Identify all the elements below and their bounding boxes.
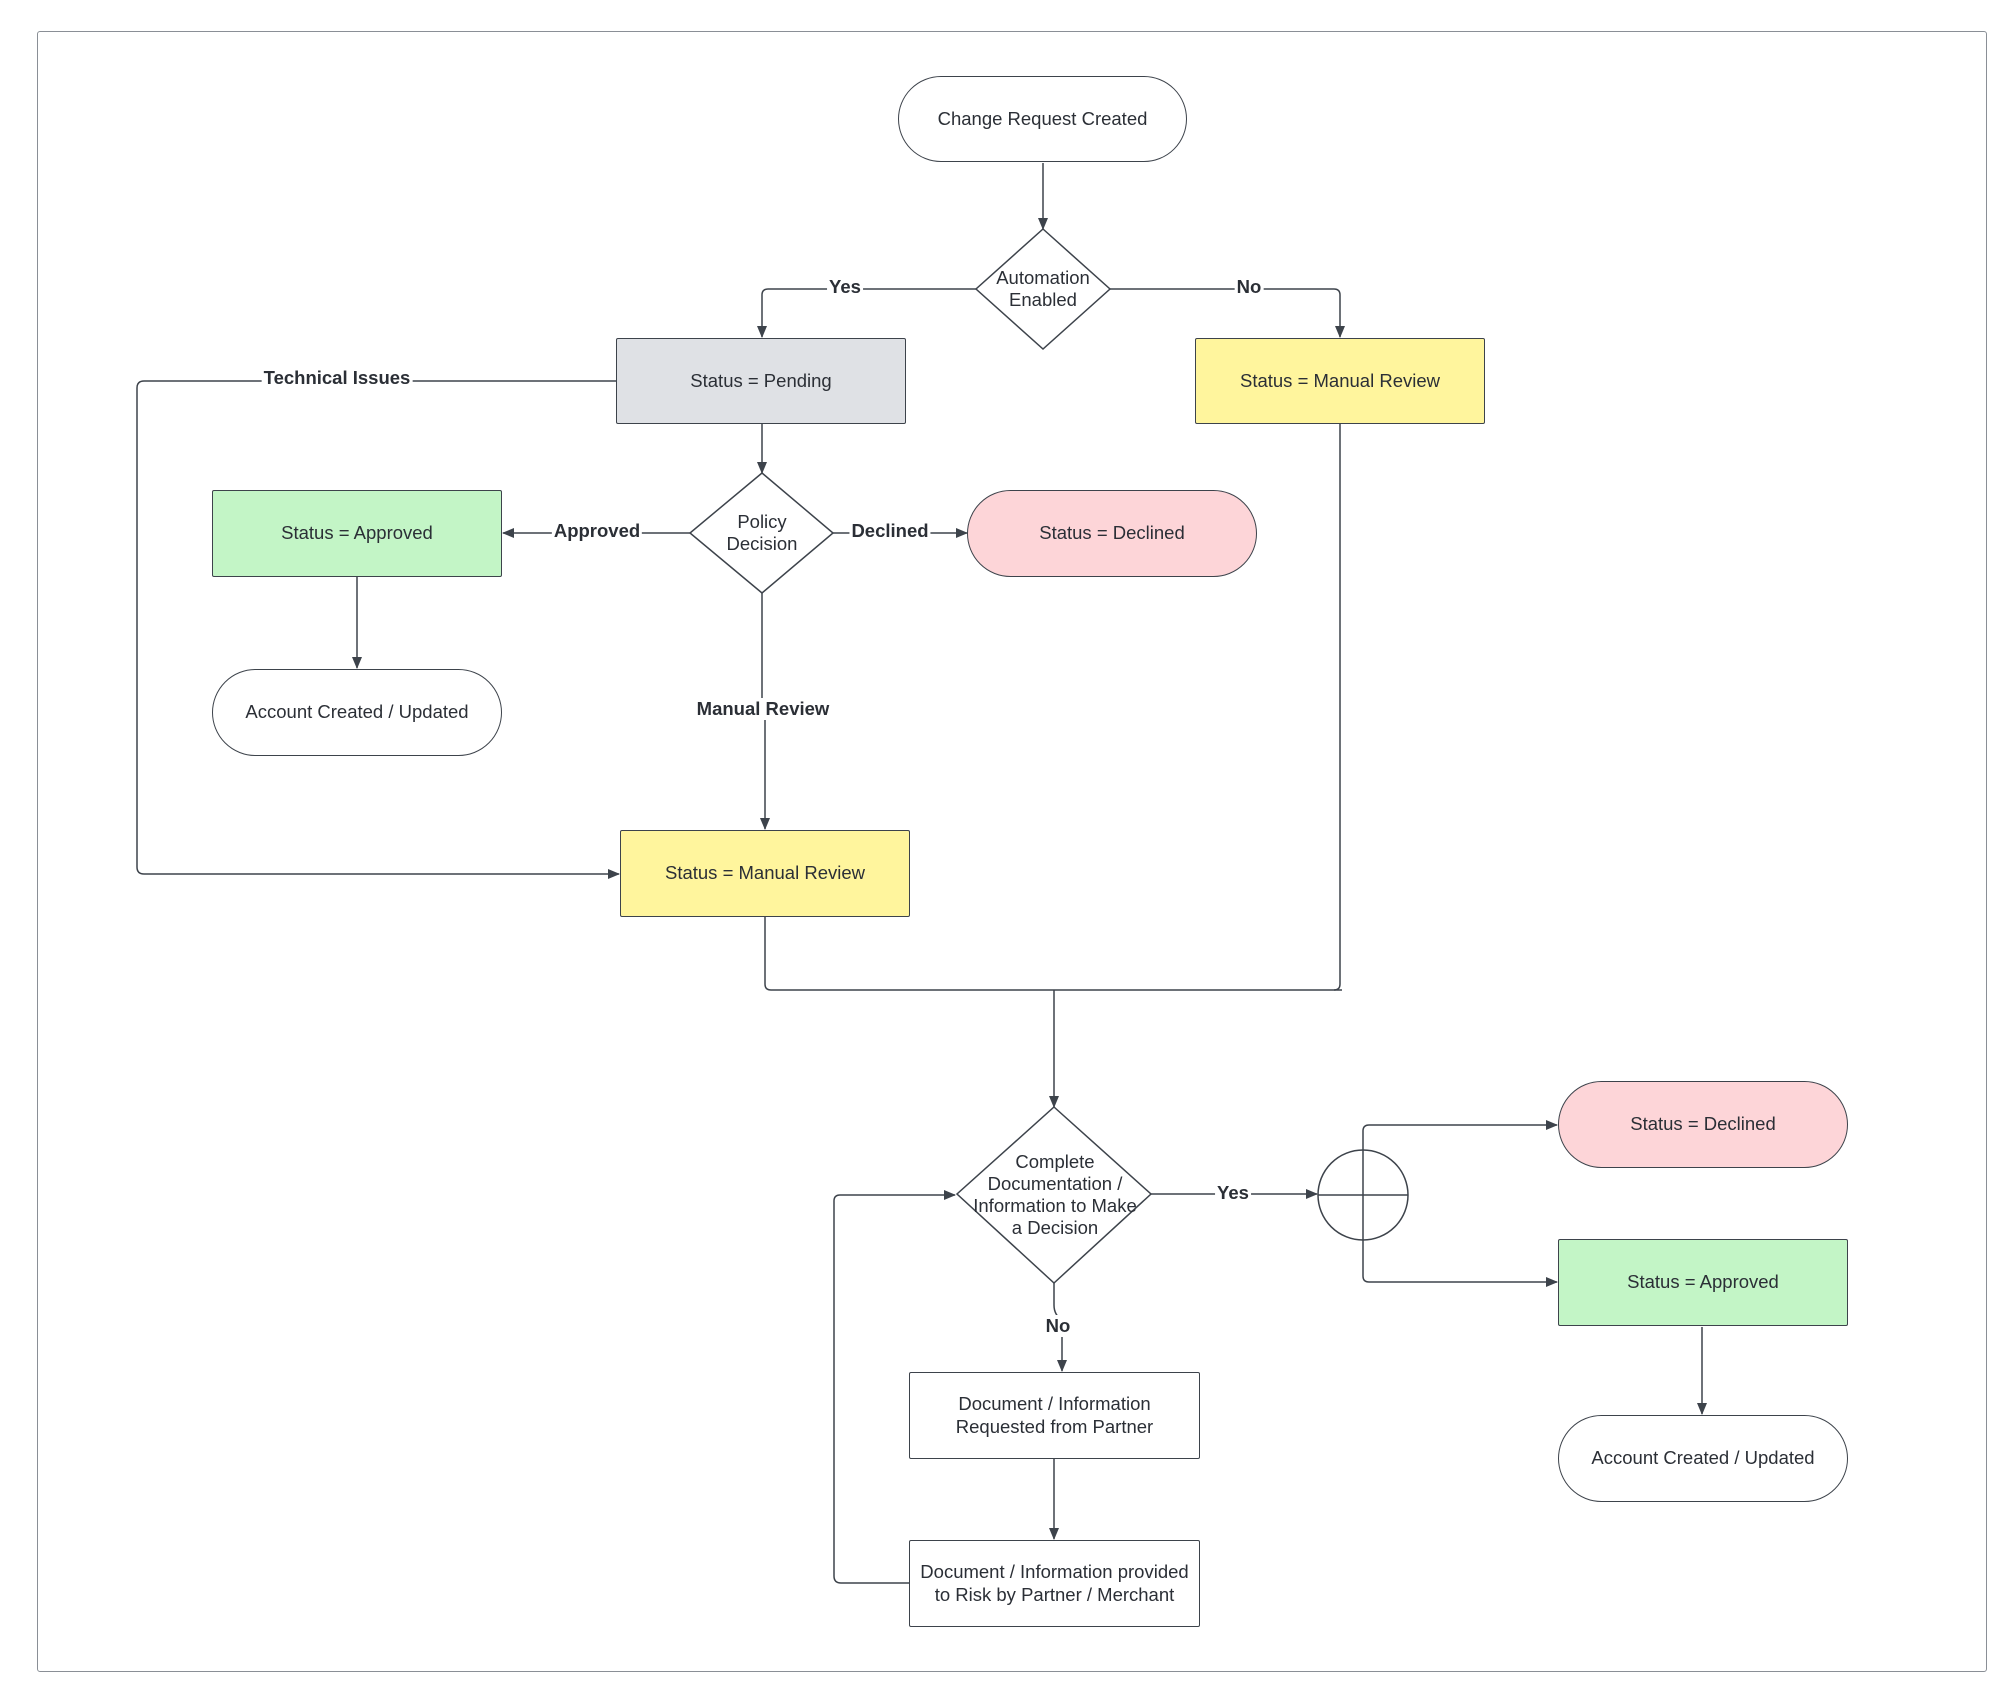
automation-enabled-label[interactable]: Automation Enabled: [986, 264, 1100, 314]
edge-label-no-complete: No: [1043, 1315, 1073, 1337]
node-label: Status = Manual Review: [1239, 369, 1440, 391]
account-created-terminal-1[interactable]: Account Created / Updated: [212, 669, 502, 756]
node-label: Document / Information Requested from Pa…: [955, 1393, 1154, 1437]
edge-label-no-automation: No: [1234, 276, 1264, 298]
edge-junction-to-declined: [1362, 1120, 1558, 1151]
node-label: Account Created / Updated: [1591, 1447, 1815, 1469]
or-junction-cross: [1318, 1150, 1408, 1240]
policy-decision-diamond: [688, 472, 835, 594]
status-declined-terminal-2[interactable]: Status = Declined: [1558, 1081, 1848, 1168]
status-manual-review-top-box[interactable]: Status = Manual Review: [1195, 338, 1485, 424]
edge-automation-no: [1110, 288, 1345, 338]
node-label: Document / Information provided to Risk …: [920, 1561, 1189, 1605]
status-declined-terminal-1[interactable]: Status = Declined: [967, 490, 1257, 577]
node-label: Change Request Created: [937, 107, 1148, 129]
edge-label-yes-automation: Yes: [827, 276, 863, 298]
edge-technical-issues: [136, 380, 620, 879]
node-label: Status = Manual Review: [664, 862, 865, 884]
document-requested-box[interactable]: Document / Information Requested from Pa…: [909, 1372, 1200, 1459]
automation-enabled-diamond: [974, 227, 1112, 351]
edge-label-yes-complete: Yes: [1215, 1182, 1251, 1204]
edge-label-manual-review: Manual Review: [694, 698, 832, 720]
complete-documentation-label[interactable]: Complete Documentation / Information to …: [960, 1140, 1150, 1250]
node-label: Status = Approved: [281, 522, 433, 544]
node-label: Account Created / Updated: [245, 701, 469, 723]
status-manual-review-mid-box[interactable]: Status = Manual Review: [620, 830, 910, 917]
document-provided-box[interactable]: Document / Information provided to Risk …: [909, 1540, 1200, 1627]
node-label: Automation Enabled: [996, 266, 1090, 310]
edge-label-approved: Approved: [551, 520, 643, 542]
node-label: Status = Approved: [1627, 1271, 1779, 1293]
status-pending-box[interactable]: Status = Pending: [616, 338, 906, 424]
status-approved-box-2[interactable]: Status = Approved: [1558, 1239, 1848, 1326]
edge-label-declined: Declined: [849, 520, 931, 542]
edge-junction-to-approved: [1362, 1239, 1558, 1287]
policy-decision-label[interactable]: Policy Decision: [706, 508, 818, 558]
edge-label-technical-issues: Technical Issues: [261, 367, 413, 389]
node-label: Status = Declined: [1039, 522, 1185, 544]
edge-automation-yes: [757, 288, 976, 338]
change-request-created-terminal[interactable]: Change Request Created: [898, 76, 1187, 162]
node-label: Complete Documentation / Information to …: [973, 1150, 1137, 1239]
status-approved-box-1[interactable]: Status = Approved: [212, 490, 502, 577]
diagram-canvas-border: [37, 31, 1987, 1672]
complete-documentation-diamond: [955, 1105, 1153, 1285]
edge-manual-review-mid-to-merge: [764, 917, 1342, 991]
node-label: Policy Decision: [726, 510, 798, 554]
edge-provided-loop-back: [833, 1190, 956, 1584]
account-created-terminal-2[interactable]: Account Created / Updated: [1558, 1415, 1848, 1502]
node-label: Status = Pending: [690, 369, 832, 391]
node-label: Status = Declined: [1630, 1113, 1776, 1135]
edge-manual-review-top-to-merge: [1333, 424, 1341, 991]
